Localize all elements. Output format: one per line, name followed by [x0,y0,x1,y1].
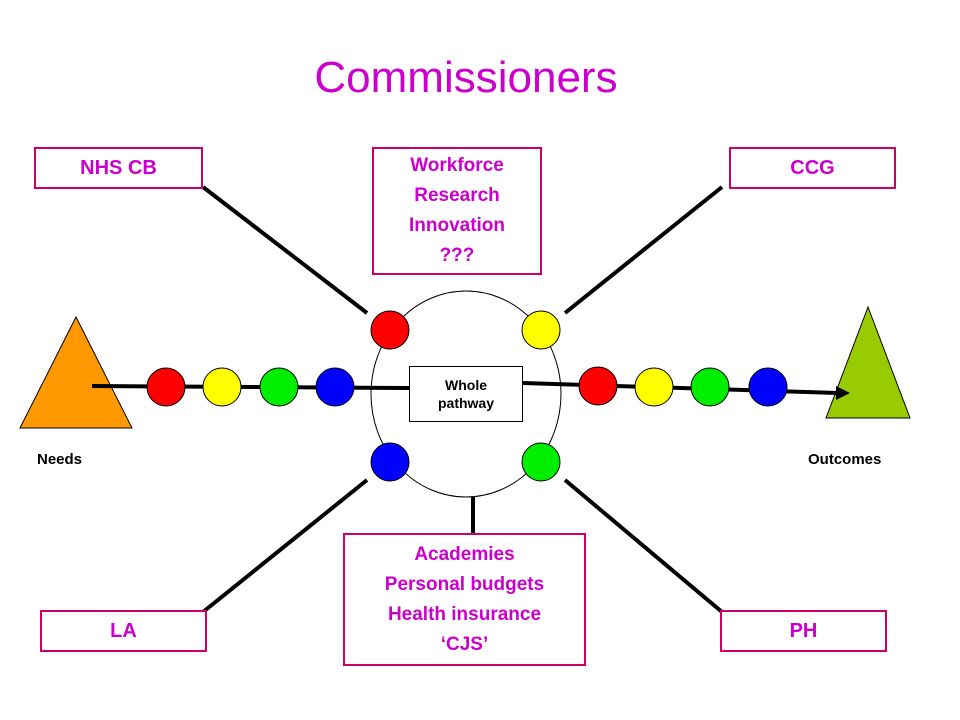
box-la-label: LA [110,619,137,642]
needs-triangle [19,315,133,429]
needs-bead-red [146,367,186,407]
needs-bead-blue [315,367,355,407]
box-ph-label: PH [789,619,818,642]
box-academies-line-1: Academies [414,543,515,565]
ring-bead-yellow [521,310,561,350]
box-academies-line-2: Personal budgets [384,573,545,595]
needs-bead-yellow [202,367,242,407]
box-workforce-line-2: Research [414,185,500,206]
outcomes-bead-blue [748,367,788,407]
outcomes-bead-green [690,367,730,407]
whole-pathway-box: Whole pathway [409,366,523,422]
needs-label: Needs [37,451,83,468]
outcomes-arrowhead [836,386,850,400]
box-la: LA [40,610,207,652]
ring-bead-green [521,442,561,482]
connector-ccg [563,185,724,315]
ring-bead-red [370,310,410,350]
box-academies-line-4: ‘CJS’ [440,633,489,655]
connector-ph [563,478,724,614]
outcomes-bead-yellow [634,367,674,407]
whole-pathway-line-1: Whole [445,377,487,393]
box-ph: PH [720,610,887,652]
ring-bead-blue [370,442,410,482]
box-nhs-cb-label: NHS CB [80,156,157,179]
needs-pathway-line [91,384,410,390]
box-academies-line-3: Health insurance [387,603,542,625]
box-academies: Academies Personal budgets Health insura… [343,533,586,666]
box-nhs-cb: NHS CB [34,147,203,189]
page-title: Commissioners [314,53,618,102]
box-ccg: CCG [729,147,896,189]
box-workforce-line-1: Workforce [410,155,504,176]
outcomes-label: Outcomes [808,451,882,468]
needs-bead-green [259,367,299,407]
box-workforce: Workforce Research Innovation ??? [372,147,542,275]
box-workforce-line-4: ??? [439,245,475,266]
connector-la [201,478,369,614]
box-workforce-line-3: Innovation [408,215,506,236]
outcomes-triangle [825,305,911,419]
box-ccg-label: CCG [790,156,835,179]
connector-nhs-cb [201,185,369,315]
outcomes-bead-red [578,366,618,406]
whole-pathway-line-2: pathway [437,395,494,411]
outcomes-pathway-line [522,381,839,395]
